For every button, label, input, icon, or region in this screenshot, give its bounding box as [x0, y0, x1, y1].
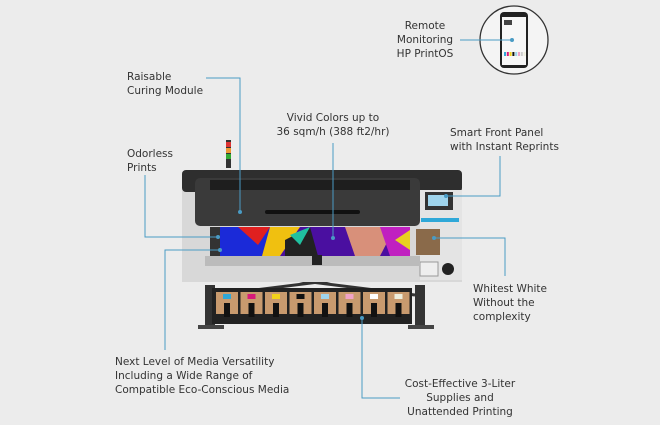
ink-color-label [321, 294, 329, 299]
phone-ink-indicator [515, 52, 518, 56]
callout-lines [144, 39, 512, 399]
label-line: 36 sqm/h (388 ft2/hr) [276, 126, 390, 138]
label-line: Prints [127, 162, 157, 174]
phone-ink-indicator [504, 52, 506, 56]
label-line: Including a Wide Range of [115, 370, 253, 382]
ink-color-label [223, 294, 231, 299]
callout-whitest-white: Whitest White Without the complexity [473, 282, 547, 324]
phone-ink-indicator [520, 52, 523, 56]
label-line: Supplies and [426, 392, 494, 404]
label-line: with Instant Reprints [450, 141, 559, 153]
ink-valve [297, 303, 304, 317]
ink-color-label [394, 294, 403, 299]
phone-ink-indicator [518, 52, 520, 56]
label-line: HP PrintOS [396, 48, 454, 60]
label-line: Next Level of Media Versatility [115, 356, 275, 368]
ink-color-label [370, 294, 378, 299]
label-line: Whitest White [473, 283, 547, 295]
label-line: complexity [473, 311, 531, 323]
callout-media-versatility: Next Level of Media Versatility Includin… [115, 355, 289, 397]
phone-ink-indicator [523, 52, 526, 56]
callout-remote-monitoring: Remote Monitoring HP PrintOS [385, 19, 465, 61]
ink-valve [371, 303, 377, 317]
callout-vivid-colors: Vivid Colors up to 36 sqm/h (388 ft2/hr) [263, 111, 403, 139]
ink-valve [248, 303, 255, 317]
phone-ink-indicator [506, 52, 509, 56]
label-line: Remote [404, 20, 446, 32]
phone-ink-indicator [512, 52, 515, 56]
callout-curing-module: Raisable Curing Module [127, 70, 203, 98]
label-line: Unattended Printing [407, 406, 513, 418]
ink-supplies [212, 288, 412, 324]
ink-color-label [272, 294, 280, 299]
callout-supplies: Cost-Effective 3-Liter Supplies and Unat… [400, 377, 520, 419]
callout-odorless: Odorless Prints [127, 147, 173, 175]
label-line: Vivid Colors up to [286, 112, 380, 124]
label-line: Curing Module [127, 85, 204, 97]
label-line: Smart Front Panel [450, 127, 544, 139]
label-line: Without the [473, 297, 535, 309]
phone-ink-indicator [509, 52, 512, 56]
ink-valve [273, 303, 279, 317]
label-line: Raisable [127, 71, 172, 83]
ink-color-label [345, 294, 354, 299]
label-line: Compatible Eco-Conscious Media [115, 384, 290, 396]
ink-valve [346, 303, 353, 317]
label-line: Monitoring [396, 34, 454, 46]
callout-front-panel: Smart Front Panel with Instant Reprints [450, 126, 559, 154]
ink-valve [322, 303, 328, 317]
ink-valve [395, 303, 402, 317]
ink-valve [224, 303, 230, 317]
label-line: Odorless [127, 148, 173, 160]
label-line: Cost-Effective 3-Liter [404, 378, 516, 390]
ink-color-label [296, 294, 305, 299]
ink-color-label [247, 294, 256, 299]
printed-media [205, 227, 420, 266]
